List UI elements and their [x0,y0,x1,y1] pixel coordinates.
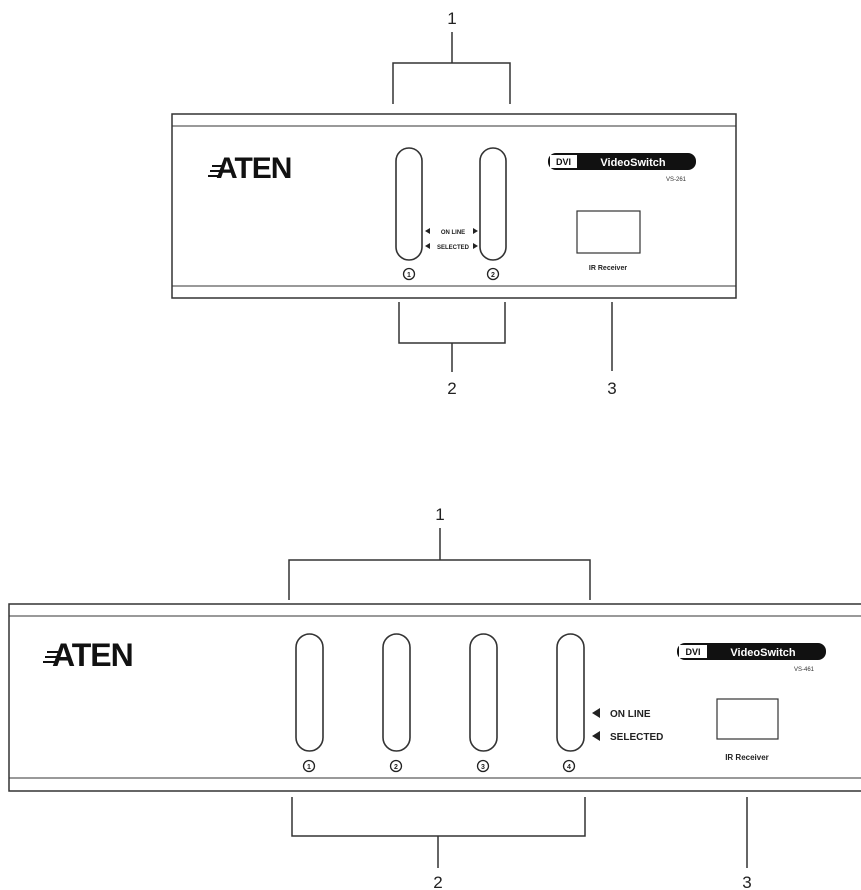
port-number-1-top: 1 [402,267,416,281]
callout-1-bottom: 1 [435,505,444,524]
callout-bracket-2-bottom [291,797,586,868]
ir-receiver-window-bottom [716,698,779,740]
chassis-top [171,113,737,299]
svg-text:2: 2 [491,272,495,279]
top-unit: 1 ATEN ON LINE SELECTED [171,9,737,398]
dvi-badge-top: DVI [556,157,571,167]
model-label-bottom: VS-461 [794,667,815,673]
model-label-top: VS-261 [666,177,687,183]
selected-led-right-top [473,243,478,249]
callout-1-top: 1 [447,9,456,28]
led-indicators-bottom: ON LINE SELECTED [592,708,663,743]
online-led-left-top [425,228,430,234]
brand-logo-stripes-top [208,165,222,177]
brand-logo-stripes-bottom [43,651,58,663]
product-name-top: VideoSwitch [600,157,665,169]
selected-led-left-top [425,243,430,249]
svg-text:4: 4 [567,764,571,771]
online-label-top: ON LINE [441,230,465,236]
port-number-1-bottom: 1 [302,759,316,773]
selected-led-bottom [592,731,600,741]
callout-bracket-2-top [398,302,506,372]
brand-logo-top: ATEN [216,152,291,185]
port-number-3-bottom: 3 [476,759,490,773]
bottom-unit: 1 ATEN ON LINE SELECTED [8,505,861,890]
online-led-right-top [473,228,478,234]
selected-label-bottom: SELECTED [610,732,663,743]
callout-2-top: 2 [447,379,456,398]
port-button-2-top [479,147,507,261]
port-button-2-bottom [382,633,411,752]
product-badge-bottom: DVI VideoSwitch [677,643,826,660]
chassis-bottom [8,603,861,792]
port-number-2-bottom: 2 [389,759,403,773]
callout-2-bottom: 2 [433,873,442,890]
brand-logo-bottom: ATEN [52,637,133,673]
selected-label-top: SELECTED [437,245,470,251]
port-button-4-bottom [556,633,585,752]
svg-text:1: 1 [307,764,311,771]
port-number-2-top: 2 [486,267,500,281]
online-led-bottom [592,708,600,718]
port-button-1-top [395,147,423,261]
port-number-4-bottom: 4 [562,759,576,773]
ir-receiver-label-top: IR Receiver [589,265,627,272]
led-indicators-top: ON LINE SELECTED [425,228,478,251]
product-badge-top: DVI VideoSwitch [548,153,696,170]
svg-text:3: 3 [481,764,485,771]
ir-receiver-window-top [576,210,641,254]
dvi-badge-bottom: DVI [685,647,700,657]
svg-text:2: 2 [394,764,398,771]
port-button-3-bottom [469,633,498,752]
product-name-bottom: VideoSwitch [730,647,795,659]
port-button-1-bottom [295,633,324,752]
callout-bracket-1-top [392,32,511,104]
online-label-bottom: ON LINE [610,709,651,720]
callout-3-bottom: 3 [742,873,751,890]
svg-text:1: 1 [407,272,411,279]
callout-3-top: 3 [607,379,616,398]
callout-bracket-1-bottom [288,528,591,600]
ir-receiver-label-bottom: IR Receiver [725,753,769,762]
